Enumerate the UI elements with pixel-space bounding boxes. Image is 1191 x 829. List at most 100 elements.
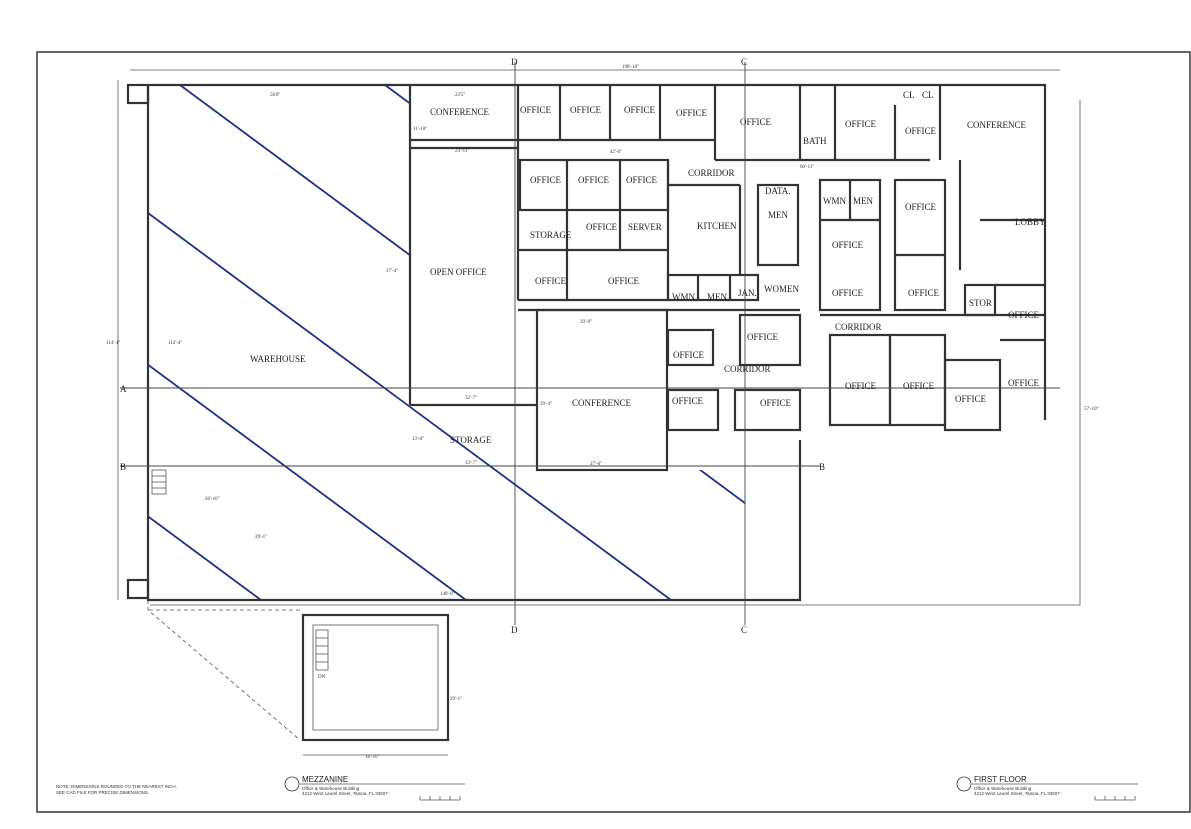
room-office: OFFICE	[626, 175, 658, 185]
room-office: OFFICE	[747, 332, 779, 342]
title-text: FIRST FLOOR	[974, 775, 1027, 784]
room-conference: CONFERENCE	[430, 107, 490, 117]
room-server: SERVER	[628, 222, 662, 232]
sheet-border	[36, 51, 1191, 813]
room-women: WMN	[823, 196, 846, 206]
room-corridor: CORRIDOR	[835, 322, 882, 332]
room-office: OFFICE	[1008, 310, 1040, 320]
mezzanine-title-block: MEZZANINE Office & Warehouse Building 42…	[284, 775, 465, 801]
title-text: MEZZANINE	[302, 775, 348, 784]
room-office: OFFICE	[535, 276, 567, 286]
room-men: MEN	[853, 196, 874, 206]
subtitle-text: Office & Warehouse Building	[974, 786, 1032, 791]
note-block: NOTE: DIMENSIONS ROUNDED TO THE NEAREST …	[56, 784, 177, 795]
room-office: OFFICE	[832, 240, 864, 250]
dim-text: 57'-10"	[1084, 407, 1099, 412]
dim-text: 27'-6"	[590, 462, 602, 467]
note-text: NOTE: DIMENSIONS ROUNDED TO THE NEAREST …	[56, 784, 177, 789]
dim-text: 29'-1"	[255, 535, 267, 540]
grid-label-c: C	[741, 57, 747, 67]
interior-walls	[410, 85, 1045, 472]
dim-text: 140'-0"	[440, 592, 455, 597]
hatch-line	[179, 85, 745, 600]
room-women: WMN	[672, 292, 695, 302]
room-office: OFFICE	[905, 202, 937, 212]
dim-text: 42'-0"	[610, 150, 622, 155]
room-office: OFFICE	[570, 105, 602, 115]
dimension-labels: 198'-10" 56'0" 114'-1" 112'-4" 23'5" 11'…	[106, 65, 1099, 597]
room-storage: STORAGE	[530, 230, 572, 240]
room-kitchen: KITCHEN	[697, 221, 737, 231]
room-office: OFFICE	[740, 117, 772, 127]
room-office: OFFICE	[586, 222, 618, 232]
room-office: OFFICE	[520, 105, 552, 115]
dim-text: 198'-10"	[622, 65, 639, 70]
room-office: OFFICE	[1008, 378, 1040, 388]
room-office: OFFICE	[760, 398, 792, 408]
grid-label-d-bottom: D	[511, 625, 518, 635]
subtitle-text: 4212 West Laurel Street, Tampa, FL 33607	[302, 791, 388, 796]
dim-text: 29'-0"	[580, 320, 592, 325]
room-conference: CONFERENCE	[572, 398, 632, 408]
grid-label-d: D	[511, 57, 518, 67]
room-men: MEN	[768, 210, 789, 220]
hatch-line	[148, 85, 676, 600]
hatch-line	[795, 85, 1191, 603]
room-office: OFFICE	[624, 105, 656, 115]
room-closet: CL	[903, 90, 915, 100]
subtitle-text: Office & Warehouse Building	[302, 786, 360, 791]
grid-label-c-bottom: C	[741, 625, 747, 635]
stair-icon	[151, 469, 167, 495]
hatch-line	[384, 85, 745, 600]
grid-label-a: A	[120, 384, 127, 394]
exterior-walls	[126, 83, 1047, 602]
room-storage: STOR	[969, 298, 992, 308]
note-text: SEE CAD FILE FOR PRECISE DIMENSIONS.	[56, 790, 149, 795]
room-storage: STORAGE	[450, 435, 492, 445]
hatch-line	[0, 85, 60, 603]
room-office: OFFICE	[955, 394, 987, 404]
dim-text: 23'5"	[455, 93, 465, 98]
dim-text: 18'-10"	[365, 755, 380, 760]
grid-lines	[117, 62, 1081, 625]
room-office: OFFICE	[908, 288, 940, 298]
dim-text: 56'0"	[270, 93, 280, 98]
subtitle-text: 4212 West Laurel Street, Tampa, FL 33607	[974, 791, 1060, 796]
mezzanine-plan: DN 29'-1" 18'-10"	[147, 600, 462, 760]
room-janitor: JAN.	[738, 288, 757, 298]
dim-text: 32'-7"	[465, 396, 477, 401]
dim-text: 29'-1"	[450, 697, 462, 702]
room-data: DATA.	[765, 186, 791, 196]
room-office: OFFICE	[676, 108, 708, 118]
grid-label-b-right: B	[819, 462, 825, 472]
stair-down-label: DN	[318, 675, 326, 680]
dim-text: 29'-4"	[540, 402, 552, 407]
room-corridor: CORRIDOR	[724, 364, 771, 374]
dim-text: 26'-10"	[205, 497, 220, 502]
room-office: OFFICE	[905, 126, 937, 136]
room-office: OFFICE	[832, 288, 864, 298]
room-closet: CL	[922, 90, 934, 100]
room-women: WOMEN	[764, 284, 799, 294]
hatch-line	[1000, 85, 1191, 603]
room-office: OFFICE	[608, 276, 640, 286]
room-conference: CONFERENCE	[967, 120, 1027, 130]
dim-text: 33'-7"	[465, 461, 477, 466]
first-floor-title-block: FIRST FLOOR Office & Warehouse Building …	[956, 775, 1138, 801]
dim-text: 11'-10"	[413, 127, 427, 132]
dim-text: 60'-11"	[800, 165, 814, 170]
hatch-line	[148, 85, 266, 600]
room-office: OFFICE	[903, 381, 935, 391]
room-lobby: LOBBY	[1015, 217, 1046, 227]
room-office: OFFICE	[578, 175, 610, 185]
dim-text: 37'-4"	[386, 269, 398, 274]
dim-text: 23'-11"	[455, 149, 469, 154]
dim-text: 13'-8"	[412, 437, 424, 442]
grid-label-b: B	[120, 462, 126, 472]
room-office: OFFICE	[845, 119, 877, 129]
room-office: OFFICE	[845, 381, 877, 391]
room-corridor: CORRIDOR	[688, 168, 735, 178]
room-office: OFFICE	[530, 175, 562, 185]
room-open-office: OPEN OFFICE	[430, 267, 487, 277]
